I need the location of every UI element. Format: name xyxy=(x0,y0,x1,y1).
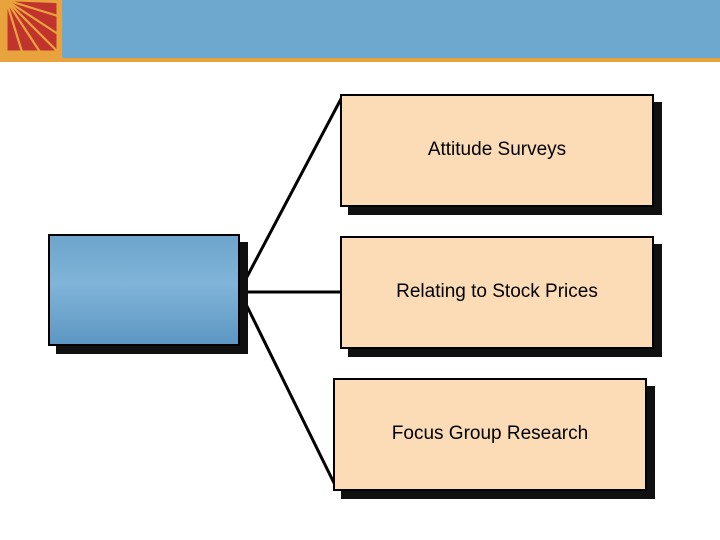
node-face: Relating to Stock Prices xyxy=(340,236,654,349)
diagram-node-attitude-surveys[interactable]: Attitude Surveys xyxy=(340,94,662,215)
header-accent-rule xyxy=(0,58,720,62)
node-label: Relating to Stock Prices xyxy=(396,281,598,303)
connector-to-attitude xyxy=(238,96,344,291)
diagram-node-focus-group-research[interactable]: Focus Group Research xyxy=(333,378,655,499)
connector-to-focus xyxy=(238,291,337,486)
node-face: Attitude Surveys xyxy=(340,94,654,207)
node-label: Attitude Surveys xyxy=(427,139,567,161)
node-face xyxy=(48,234,240,346)
sunburst-logo-icon xyxy=(0,0,62,58)
diagram-node-root[interactable] xyxy=(48,234,248,354)
node-label: Focus Group Research xyxy=(391,423,589,445)
diagram-node-relating-to-stock-prices[interactable]: Relating to Stock Prices xyxy=(340,236,662,357)
header-banner xyxy=(0,0,720,58)
node-face: Focus Group Research xyxy=(333,378,647,491)
